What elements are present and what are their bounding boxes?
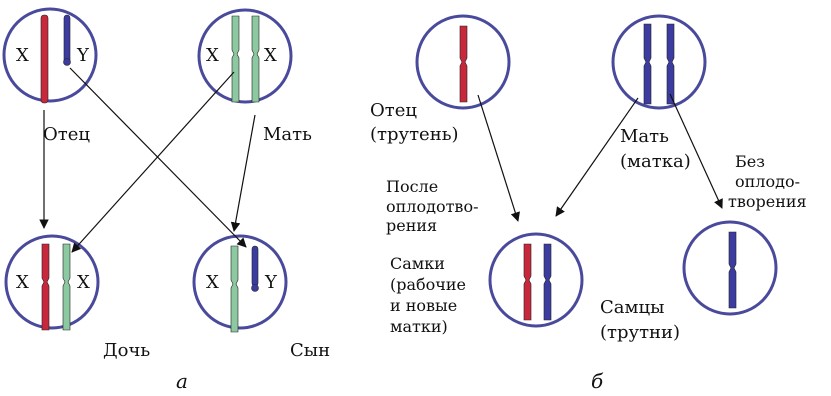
father-label: Отец (43, 124, 90, 145)
queen-mother-label-2: (матка) (620, 151, 691, 172)
daughter-x-label-left: X (16, 272, 29, 293)
drone-father-label-1: Отец (370, 100, 417, 121)
unfertilized-label-1: Без (735, 152, 765, 171)
mother-cell-circle (197, 8, 293, 104)
father-cell-circle (2, 7, 98, 103)
males-label-1: Самцы (600, 297, 664, 318)
queen-mother-label-1: Мать (620, 126, 669, 147)
mother-x-label-right: X (264, 45, 277, 66)
daughter-x-chromosome-mother (62, 243, 71, 331)
son-y-centromere (251, 284, 259, 292)
father-x-chromosome (40, 14, 49, 104)
males-label-2: (трутни) (600, 322, 680, 343)
arrow-drone-to-females (477, 94, 520, 222)
panel-b-caption: б (591, 369, 604, 393)
panel-a: X Y Отец X X Мать X X Дочь X Y Сын а (2, 7, 330, 393)
fertilized-label-3: рения (386, 216, 437, 235)
son-x-chromosome (230, 245, 239, 333)
unfertilized-label-3: творения (728, 192, 807, 211)
arrow-mother-x-to-son (230, 114, 256, 232)
son-y-label: Y (264, 272, 278, 293)
male-offspring-cell-circle (682, 220, 778, 316)
mother-x-label-left: X (206, 45, 219, 66)
drone-father-label-2: (трутень) (370, 124, 459, 145)
queen-chromosome-1 (643, 23, 652, 105)
females-label-3: и новые (390, 296, 457, 315)
father-x-label: X (16, 45, 29, 66)
daughter-x-chromosome-father (41, 243, 50, 331)
mother-label: Мать (263, 124, 312, 145)
fertilized-label-2: оплодотво- (386, 197, 478, 216)
drone-father-chromosome (459, 25, 468, 103)
female-chromosome-father (523, 243, 532, 321)
queen-chromosome-2 (666, 23, 675, 105)
son-label: Сын (290, 340, 330, 361)
male-chromosome (728, 231, 737, 309)
queen-mother-cell-circle (611, 14, 707, 110)
females-label-2: (рабочие (390, 275, 466, 294)
arrow-father-y-to-son (69, 67, 247, 248)
arrow-queen-to-females (555, 97, 639, 217)
unfertilized-label-2: оплодо- (735, 172, 800, 191)
females-label-1: Самки (390, 254, 445, 273)
mother-x-chromosome-2 (251, 15, 260, 103)
panel-a-caption: а (176, 369, 188, 393)
females-label-4: матки) (390, 317, 448, 336)
daughter-cell-circle (4, 234, 100, 330)
father-y-label: Y (76, 45, 90, 66)
mother-x-chromosome-1 (231, 15, 240, 103)
panel-b: Отец (трутень) Мать (матка) После оплодо… (370, 14, 807, 393)
father-y-centromere (63, 58, 71, 66)
arrow-mother-x-to-daughter (71, 71, 235, 253)
son-y-chromosome (251, 245, 259, 287)
fertilized-label-1: После (386, 177, 438, 196)
arrow-queen-to-males (669, 93, 723, 209)
daughter-label: Дочь (103, 340, 150, 361)
female-chromosome-mother (543, 243, 552, 321)
father-y-chromosome (63, 14, 71, 64)
female-offspring-cell-circle (488, 232, 584, 328)
son-x-label: X (206, 272, 219, 293)
daughter-x-label-right: X (77, 272, 90, 293)
son-cell-circle (192, 234, 288, 330)
drone-father-cell-circle (415, 14, 511, 110)
